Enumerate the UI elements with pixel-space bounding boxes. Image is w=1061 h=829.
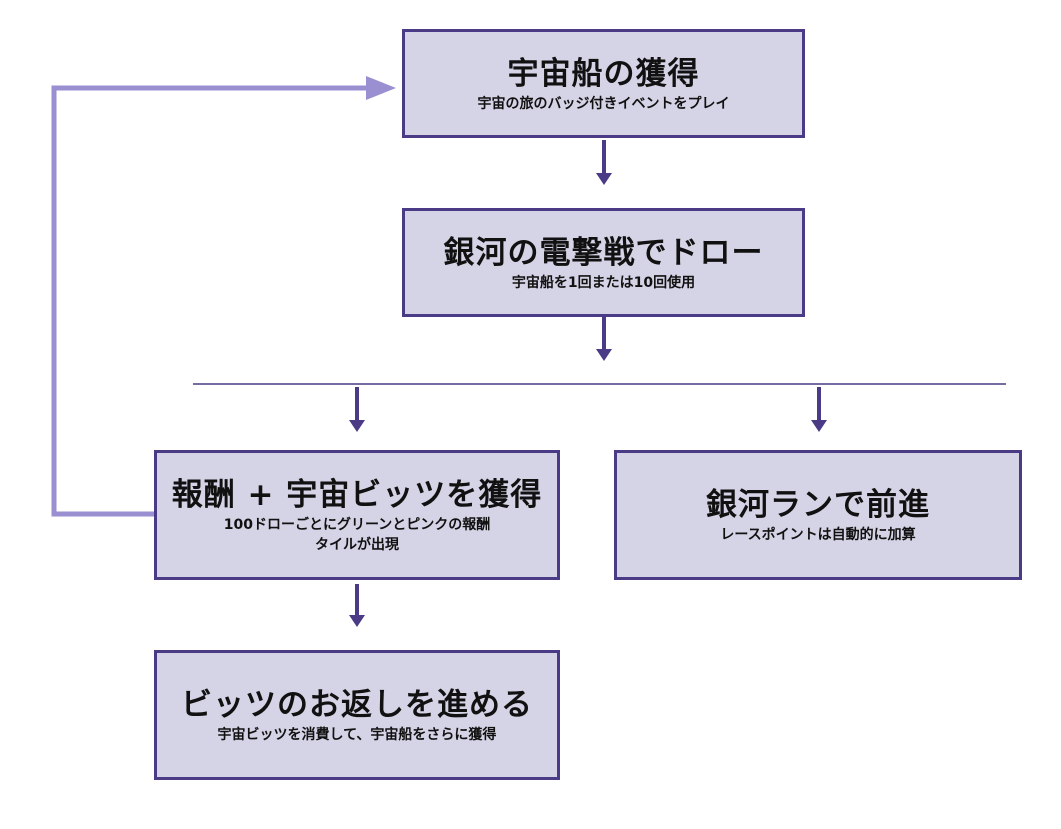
arrow-divider-to-rewards bbox=[349, 387, 365, 432]
node-earn-rewards-subtitle-line2: タイルが出現 bbox=[315, 537, 399, 553]
node-acquire-ship-title: 宇宙船の獲得 bbox=[507, 55, 700, 92]
arrow-draw-to-divider bbox=[596, 317, 612, 361]
arrow-divider-to-run bbox=[811, 387, 827, 432]
node-galaxy-draw-title: 銀河の電撃戦でドロー bbox=[443, 234, 764, 271]
node-acquire-ship-subtitle: 宇宙の旅のバッジ付きイベントをプレイ bbox=[477, 95, 730, 112]
arrow-ship-to-draw bbox=[596, 140, 612, 185]
node-acquire-ship: 宇宙船の獲得 宇宙の旅のバッジ付きイベントをプレイ bbox=[402, 29, 805, 138]
node-earn-rewards: 報酬 + 宇宙ビッツを獲得 100ドローごとにグリーンとピンクの報酬 タイルが出… bbox=[154, 450, 560, 580]
node-earn-rewards-subtitle-line1: 100ドローごとにグリーンとピンクの報酬 bbox=[223, 517, 491, 533]
arrow-rewards-to-bits bbox=[349, 584, 365, 627]
loop-back-arrowhead bbox=[366, 76, 396, 100]
node-galaxy-run-subtitle: レースポイントは自動的に加算 bbox=[720, 527, 916, 543]
node-bits-return-title: ビッツのお返しを進める bbox=[181, 687, 533, 723]
node-galaxy-draw: 銀河の電撃戦でドロー 宇宙船を1回または10回使用 bbox=[402, 208, 805, 317]
node-galaxy-run: 銀河ランで前進 レースポイントは自動的に加算 bbox=[614, 450, 1022, 580]
loop-back-arrow bbox=[51, 85, 372, 517]
node-bits-return-subtitle: 宇宙ビッツを消費して、宇宙船をさらに獲得 bbox=[217, 727, 497, 743]
node-galaxy-draw-subtitle: 宇宙船を1回または10回使用 bbox=[511, 274, 696, 291]
node-earn-rewards-title: 報酬 + 宇宙ビッツを獲得 bbox=[171, 477, 543, 513]
node-bits-return: ビッツのお返しを進める 宇宙ビッツを消費して、宇宙船をさらに獲得 bbox=[154, 650, 560, 780]
node-galaxy-run-title: 銀河ランで前進 bbox=[706, 487, 930, 523]
